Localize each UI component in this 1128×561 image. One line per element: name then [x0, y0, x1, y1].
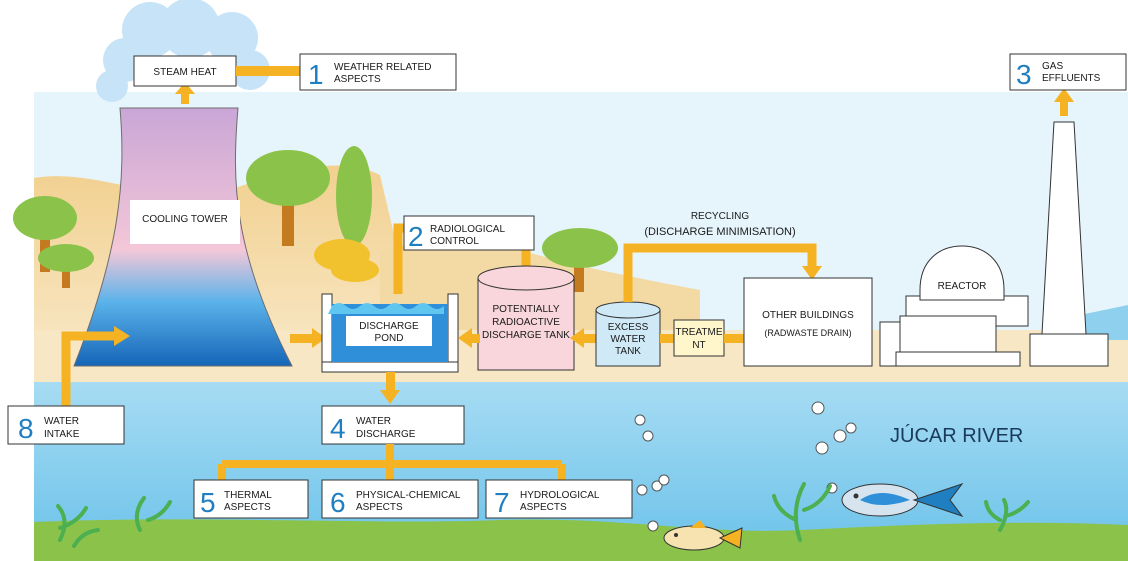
recycling-arrowhead	[802, 266, 822, 280]
treatment-label-1: TREATME	[675, 327, 722, 338]
excess-to-tank-pipe	[580, 334, 596, 343]
tower-to-pond-pipe	[290, 334, 314, 343]
intake-pipe	[61, 331, 116, 410]
aspect-7-box: 7 HYDROLOGICAL ASPECTS	[485, 479, 633, 519]
pond-to-discharge-arrowhead	[380, 390, 400, 404]
steam-heat-box	[133, 55, 237, 87]
other-buildings-label-1: OTHER BUILDINGS	[762, 310, 854, 321]
aspect-2-line2: CONTROL	[430, 236, 479, 247]
gas-up-arrow	[1054, 88, 1074, 116]
tower-to-pond-arrowhead	[312, 328, 326, 348]
aspect-1-line1: WEATHER RELATED	[334, 62, 431, 73]
connector-steam-aspect1	[236, 66, 300, 76]
tree-mid-1	[246, 150, 330, 246]
aspect-8-line2: INTAKE	[44, 429, 80, 440]
excess-tank-label-3: TANK	[615, 346, 641, 357]
riverbed	[34, 519, 1128, 561]
aspect-6-line1: PHYSICAL-CHEMICAL	[356, 490, 461, 501]
aspect-4-number: 4	[330, 413, 346, 444]
cooling-tower-label: COOLING TOWER	[142, 214, 228, 225]
treatment-label-2: NT	[692, 340, 705, 351]
fish-yellow	[663, 520, 743, 551]
aspect-7-line1: HYDROLOGICAL	[520, 490, 600, 501]
recycling-label-2: (DISCHARGE MINIMISATION)	[644, 226, 795, 238]
potential-tank-label-2: RADIOACTIVE	[492, 317, 560, 328]
aspect-1-number: 1	[308, 59, 324, 90]
steam-up-arrow	[175, 82, 195, 104]
cooling-tower-label-box	[130, 200, 240, 244]
water-right	[1080, 305, 1128, 340]
pond-to-discharge-pipe	[386, 372, 395, 392]
bubbles	[634, 401, 857, 532]
excess-tank-label-2: WATER	[611, 334, 646, 345]
treatment-box	[673, 319, 725, 357]
intake-arrowhead	[114, 326, 130, 346]
aspect-5-line2: ASPECTS	[224, 502, 271, 513]
seaweed	[56, 482, 1030, 548]
treatment-to-excess-pipe	[660, 334, 674, 343]
recycling-loop	[623, 243, 817, 302]
aspect-5-box: 5 THERMAL ASPECTS	[193, 479, 309, 519]
aspect-7-line2: ASPECTS	[520, 502, 567, 513]
excess-water-tank	[595, 301, 661, 367]
potential-tank-label-3: DISCHARGE TANK	[482, 330, 570, 341]
tank-to-pond-arrowhead	[458, 328, 472, 348]
steam-heat-label: STEAM HEAT	[153, 67, 216, 78]
excess-tank-label-1: EXCESS	[608, 322, 649, 333]
recycling-label-1: RECYCLING	[691, 211, 750, 222]
aspect-3-box: 3 GAS EFFLUENTS	[1009, 53, 1127, 91]
excess-to-tank-arrowhead	[570, 328, 584, 348]
gas-stack	[1029, 121, 1109, 367]
aspect-2-box: 2 RADIOLOGICAL CONTROL	[403, 215, 535, 252]
buildings-to-treatment-pipe	[724, 334, 744, 343]
potential-radioactive-tank	[477, 265, 575, 371]
tree-left-2	[38, 244, 94, 288]
fish-blue	[841, 483, 964, 517]
aspect-3-number: 3	[1016, 59, 1032, 90]
bush-yellow	[314, 239, 379, 282]
aspect-6-number: 6	[330, 487, 346, 518]
tree-mid-2	[542, 228, 618, 292]
river-label: JÚCAR RIVER	[890, 424, 1023, 447]
radiological-connector	[393, 223, 404, 294]
discharge-pond-label-1: DISCHARGE	[359, 321, 419, 332]
aspect-6-line2: ASPECTS	[356, 502, 403, 513]
aspect-7-number: 7	[494, 487, 510, 518]
aspect-4-line1: WATER	[356, 416, 391, 427]
aspect-4-line2: DISCHARGE	[356, 429, 416, 440]
aspect-8-line1: WATER	[44, 416, 79, 427]
tank-to-pond-pipe	[470, 334, 480, 343]
aspect-5-line1: THERMAL	[224, 490, 272, 501]
aspect-1-line2: ASPECTS	[334, 74, 381, 85]
aspect-8-box: 8 WATER INTAKE	[7, 405, 125, 445]
aspect-2-number: 2	[408, 221, 424, 252]
tree-tall	[336, 146, 372, 246]
aspect-2-line1: RADIOLOGICAL	[430, 224, 505, 235]
aspect-3-line1: GAS	[1042, 61, 1063, 72]
discharge-pond-label-2: POND	[375, 333, 404, 344]
reactor-label: REACTOR	[938, 281, 987, 292]
aspect-6-box: 6 PHYSICAL-CHEMICAL ASPECTS	[321, 479, 479, 519]
discharge-branch	[218, 444, 566, 482]
aspect-5-number: 5	[200, 487, 216, 518]
aspect-3-line2: EFFLUENTS	[1042, 73, 1101, 84]
aspect-1-box: 1 WEATHER RELATED ASPECTS	[299, 53, 457, 91]
potential-tank-label-1: POTENTIALLY	[492, 304, 559, 315]
aspect-8-number: 8	[18, 413, 34, 444]
other-buildings-box	[743, 277, 873, 367]
aspect-4-box: 4 WATER DISCHARGE	[321, 405, 465, 445]
other-buildings-label-2: (RADWASTE DRAIN)	[764, 328, 851, 338]
reactor-building	[879, 245, 1029, 367]
